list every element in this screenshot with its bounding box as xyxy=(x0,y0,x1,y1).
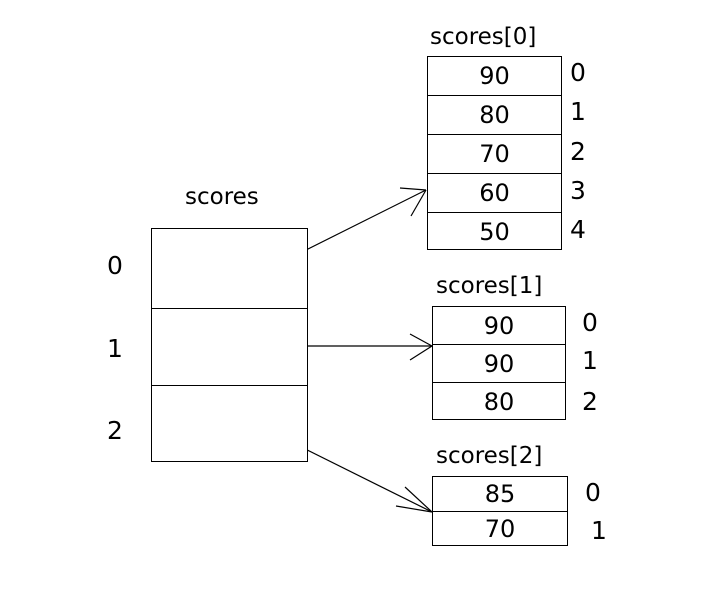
main-array-cell xyxy=(152,386,307,461)
array-cell: 70 xyxy=(484,515,516,543)
array-cell: 80 xyxy=(428,96,561,135)
array-cell: 50 xyxy=(479,218,510,246)
sub-array-1-index-1: 1 xyxy=(582,346,598,375)
sub-array-1-index-2: 2 xyxy=(582,387,598,416)
sub-array-0-index-2: 2 xyxy=(570,137,586,166)
main-array-box xyxy=(151,228,308,462)
sub-array-2-box: 85 70 xyxy=(432,476,568,546)
sub-array-2-index-0: 0 xyxy=(585,478,601,507)
array-cell: 80 xyxy=(483,388,515,416)
array-cell: 70 xyxy=(428,135,561,174)
sub-array-1-box: 90 90 80 xyxy=(432,306,566,420)
main-array-title: scores xyxy=(185,184,259,210)
sub-array-0-box: 90 80 70 60 50 xyxy=(427,56,562,250)
sub-array-0-index-4: 4 xyxy=(570,215,586,244)
main-array-index-0: 0 xyxy=(107,251,123,280)
sub-array-2-title: scores[2] xyxy=(436,443,543,469)
sub-array-0-index-0: 0 xyxy=(570,58,586,87)
main-array-cell xyxy=(152,309,307,386)
sub-array-1-index-0: 0 xyxy=(582,308,598,337)
main-array-cell xyxy=(152,229,307,309)
main-array-index-1: 1 xyxy=(107,334,123,363)
array-cell: 90 xyxy=(433,307,565,345)
sub-array-0-title: scores[0] xyxy=(430,24,537,50)
array-cell: 90 xyxy=(433,345,565,383)
main-array-index-2: 2 xyxy=(107,416,123,445)
array-cell: 85 xyxy=(433,477,567,512)
array-cell: 90 xyxy=(428,57,561,96)
array-cell: 60 xyxy=(428,174,561,213)
sub-array-0-index-1: 1 xyxy=(570,97,586,126)
sub-array-0-index-3: 3 xyxy=(570,176,586,205)
sub-array-2-index-1: 1 xyxy=(591,516,607,545)
sub-array-1-title: scores[1] xyxy=(436,273,543,299)
